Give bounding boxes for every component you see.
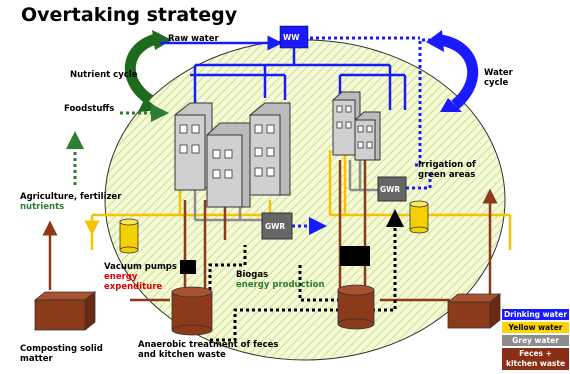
yellow-tank-left [119,218,139,254]
energy-production-label: energy production [236,280,325,290]
digester-left [171,286,213,336]
vacuum-pump-right [340,246,370,266]
gwr-right-label: GWR [380,185,401,194]
water-cycle-label-2: cycle [484,78,509,88]
building-right-1 [332,99,356,156]
digester-right [337,284,375,330]
biogas-label: Biogas [236,270,269,280]
anaerobic-label-1: Anaerobic treatment of feces [138,340,279,350]
vacuum-pumps-label: Vacuum pumps [104,262,177,272]
legend: Drinking water Yellow water Grey water F… [501,308,570,371]
composting-box-right [446,293,502,329]
irrigation-label-1: Irrigation of [418,160,476,170]
legend-feces: Feces + kitchen waste [501,347,570,371]
composting-label-2: matter [20,354,53,364]
composting-label-1: Composting solid [20,344,103,354]
anaerobic-label-2: and kitchen waste [138,350,226,360]
raw-water-label: Raw water [168,34,219,44]
foodstuffs-label: Foodstuffs [64,104,115,114]
water-cycle-label-1: Water [484,68,513,78]
gwr-box-left [261,212,293,240]
legend-grey-water: Grey water [501,334,570,347]
vacuum-pump-left [180,260,196,274]
ww-label: WW [283,33,300,42]
legend-drinking-water: Drinking water [501,308,570,321]
settlement-area [104,39,506,361]
legend-yellow-water: Yellow water [501,321,570,334]
water-cycle-arrow [438,34,479,110]
composting-box-left [33,291,97,331]
energy-expenditure-label-1: energy [104,272,138,282]
energy-expenditure-label-2: expenditure [104,282,163,292]
gwr-left-label: GWR [265,222,286,231]
building-left-2 [206,122,251,208]
nutrient-cycle-label: Nutrient cycle [70,70,138,80]
nutrient-cycle-arrow [124,32,162,105]
nutrients-label: nutrients [20,202,65,212]
page-title: Overtaking strategy [21,4,238,26]
yellow-tank-right [409,200,429,234]
irrigation-label-2: green areas [418,170,476,180]
agriculture-label: Agriculture, fertilizer [20,192,122,202]
gwr-box-right [377,176,407,202]
